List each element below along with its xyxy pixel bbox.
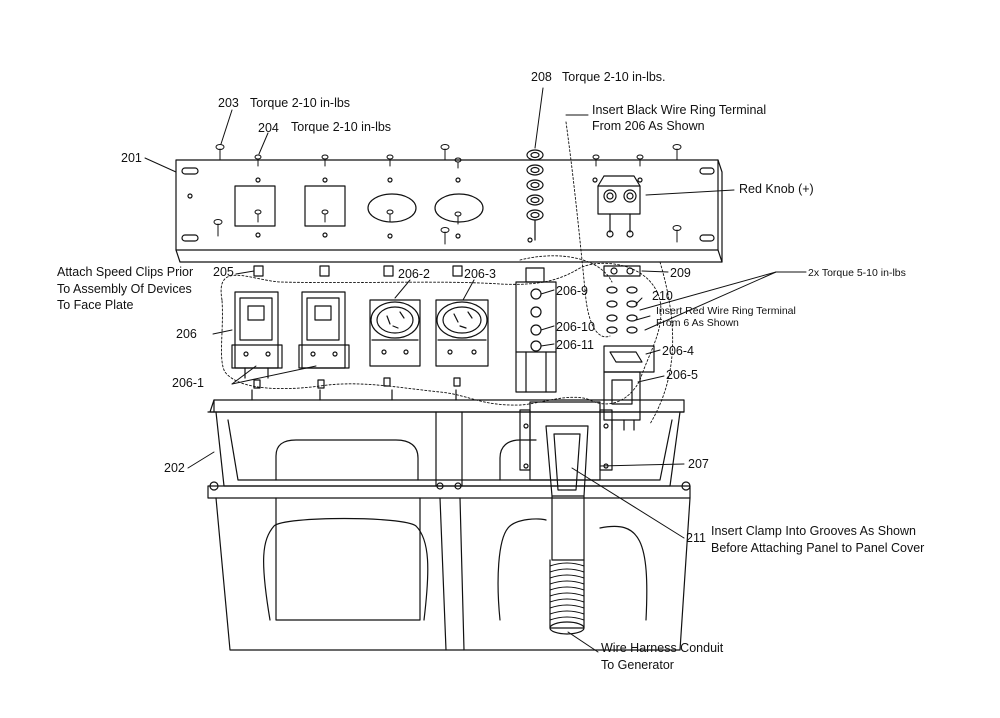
- conduit-clamp: [545, 425, 589, 561]
- callout-206-5: 206-5: [666, 368, 698, 382]
- note-clamp-line2: Before Attaching Panel to Panel Cover: [711, 541, 925, 555]
- breaker-right: [298, 291, 350, 389]
- callout-208: 208: [531, 70, 552, 84]
- callout-206-1: 206-1: [172, 376, 204, 390]
- clamp-bracket: [519, 401, 613, 481]
- callout-210: 210: [652, 289, 673, 303]
- note-harness-line2: To Generator: [601, 658, 674, 672]
- note-black-wire-line2: From 206 As Shown: [592, 119, 705, 133]
- callout-208-note: Torque 2-10 in-lbs.: [562, 70, 666, 84]
- note-speed-clips-line3: To Face Plate: [57, 298, 134, 312]
- callout-204-note: Torque 2-10 in-lbs: [291, 120, 392, 134]
- panel-cover: [207, 389, 691, 651]
- callout-206: 206: [176, 327, 197, 341]
- callout-211: 211: [686, 531, 706, 545]
- callout-202: 202: [164, 461, 185, 475]
- face-plate: [175, 149, 723, 263]
- note-harness-line1: Wire Harness Conduit: [601, 641, 724, 655]
- note-speed-clips-line1: Attach Speed Clips Prior: [57, 265, 194, 279]
- fuse-holder-row: [526, 149, 544, 241]
- note-clamp-line1: Insert Clamp Into Grooves As Shown: [711, 524, 916, 538]
- leader-lines: [144, 87, 807, 653]
- receptacle-206-3: [435, 299, 489, 387]
- callout-206-2: 206-2: [398, 267, 430, 281]
- face-plate-screws: [213, 144, 682, 245]
- speed-clips: [253, 265, 463, 277]
- callout-206-4: 206-4: [662, 344, 694, 358]
- note-speed-clips-line2: To Assembly Of Devices: [57, 282, 192, 296]
- breaker-left: [231, 291, 283, 389]
- wire-harness-conduit: [549, 559, 585, 635]
- note-black-wire-line1: Insert Black Wire Ring Terminal: [592, 103, 767, 117]
- red-wire-path: [519, 255, 613, 283]
- callout-206-3: 206-3: [464, 267, 496, 281]
- black-wire-path: [565, 121, 611, 338]
- terminal-block: [515, 267, 557, 393]
- note-torque-5-10: 2x Torque 5-10 in-lbs: [808, 267, 906, 279]
- receptacle-206-2: [369, 299, 421, 387]
- callout-201: 201: [121, 151, 142, 165]
- note-red-knob: Red Knob (+): [739, 182, 814, 196]
- binding-post-block: [597, 175, 641, 238]
- callout-207: 207: [688, 457, 709, 471]
- harness-wire-path: [649, 261, 674, 425]
- note-red-wire-line1: Insert Red Wire Ring Terminal: [656, 305, 796, 317]
- callout-209: 209: [670, 266, 691, 280]
- callout-204: 204: [258, 121, 279, 135]
- binding-post-hardware: [603, 265, 641, 334]
- callout-203-note: Torque 2-10 in-lbs: [250, 96, 351, 110]
- callout-205: 205: [213, 265, 234, 279]
- callout-206-9: 206-9: [556, 284, 588, 298]
- note-red-wire-line2: From 6 As Shown: [656, 317, 739, 329]
- callout-206-10: 206-10: [556, 320, 595, 334]
- device-group-outline: [220, 262, 662, 406]
- callout-203: 203: [218, 96, 239, 110]
- callout-206-11: 206-11: [556, 338, 594, 352]
